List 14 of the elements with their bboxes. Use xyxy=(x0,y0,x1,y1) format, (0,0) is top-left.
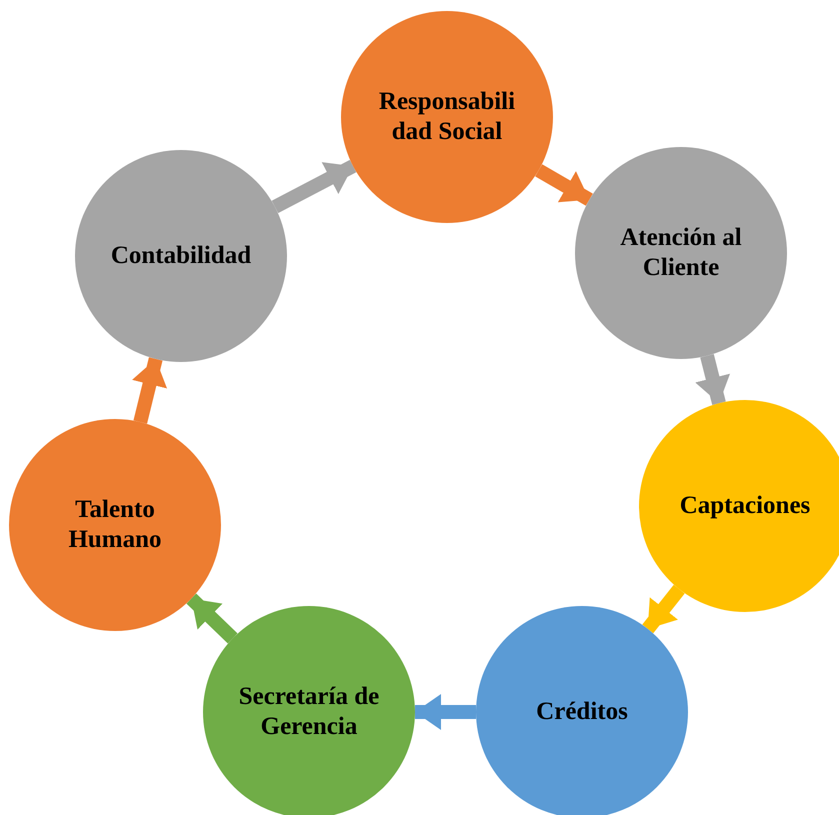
node-label: Responsabilidad Social xyxy=(378,87,516,147)
node-label: Atención al Cliente xyxy=(619,223,743,283)
arrow xyxy=(642,584,685,634)
node-label: Captaciones xyxy=(678,491,812,521)
node-label: Contabilidad xyxy=(110,241,252,271)
arrow xyxy=(415,694,476,730)
arrow xyxy=(132,357,168,424)
arrow xyxy=(535,164,593,206)
arrow xyxy=(272,160,356,214)
node-label: Talento Humano xyxy=(67,495,163,555)
node-label: Secretaría de Gerencia xyxy=(238,682,380,742)
node-label: Créditos xyxy=(535,697,629,727)
arrow xyxy=(695,354,730,405)
arrow xyxy=(186,594,238,644)
